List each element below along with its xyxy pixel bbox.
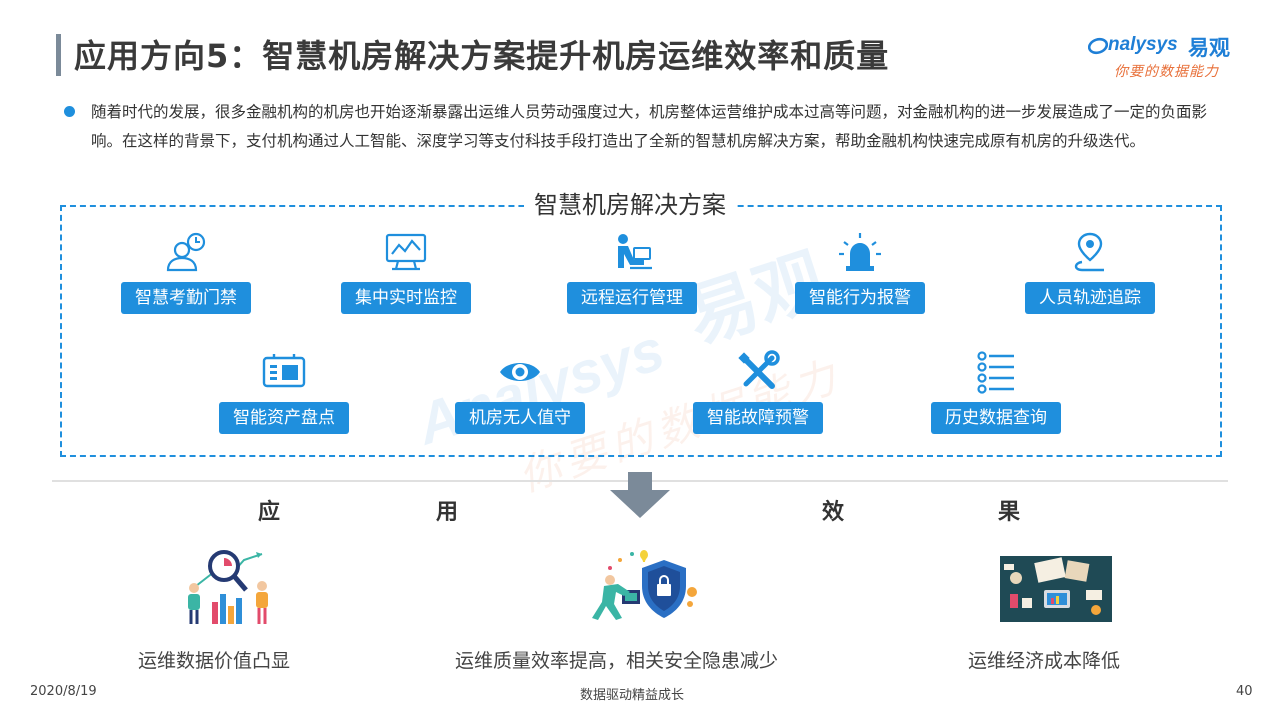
analysys-logo: nalysys 易观 你要的数据能力 (1088, 34, 1252, 84)
feature-label: 智能行为报警 (795, 282, 925, 314)
solution-title: 智慧机房解决方案 (524, 188, 736, 222)
logo-brand-en: nalysys (1108, 34, 1178, 55)
feature-tracking: 人员轨迹追踪 (990, 230, 1190, 320)
data-analysis-illustration (188, 550, 268, 624)
security-shield-illustration (592, 550, 697, 620)
effect-label-data-value: 运维数据价值凸显 (138, 650, 291, 672)
attendance-icon (166, 232, 206, 272)
location-track-icon (1074, 232, 1104, 272)
logo-brand-cn: 易观 (1188, 36, 1230, 60)
feature-label: 智能资产盘点 (219, 402, 349, 434)
logo-slogan: 你要的数据能力 (1114, 64, 1219, 80)
monitor-icon (385, 233, 427, 271)
cost-desk-illustration (1000, 556, 1112, 622)
intro-paragraph: 随着时代的发展，很多金融机构的机房也开始逐渐暴露出运维人员劳动强度过大，机房整体… (91, 103, 1208, 150)
feature-unattended: 机房无人值守 (420, 350, 620, 440)
server-asset-icon (262, 354, 306, 388)
footer-slogan: 数据驱动精益成长 (580, 688, 685, 703)
bullet-dot (64, 106, 75, 117)
feature-remote: 远程运行管理 (532, 230, 732, 320)
feature-fault: 智能故障预警 (658, 350, 858, 440)
effect-label-cost: 运维经济成本降低 (968, 650, 1121, 672)
effect-label-quality: 运维质量效率提高，相关安全隐患减少 (455, 650, 779, 672)
effect-heading-char: 效 (822, 500, 845, 525)
footer-date: 2020/8/19 (30, 684, 97, 699)
title-accent-bar (56, 34, 61, 76)
feature-monitor: 集中实时监控 (306, 230, 506, 320)
feature-label: 机房无人值守 (455, 402, 585, 434)
feature-label: 智能故障预警 (693, 402, 823, 434)
feature-history: 历史数据查询 (896, 350, 1096, 440)
effect-heading-char: 用 (436, 500, 459, 525)
down-arrow-icon (610, 472, 670, 518)
feature-label: 远程运行管理 (567, 282, 697, 314)
feature-alarm: 智能行为报警 (760, 230, 960, 320)
remote-operator-icon (618, 234, 652, 270)
feature-label: 集中实时监控 (341, 282, 471, 314)
feature-label: 智慧考勤门禁 (121, 282, 251, 314)
eye-icon (500, 363, 540, 381)
feature-attendance: 智慧考勤门禁 (86, 230, 286, 320)
list-icon (977, 351, 1014, 394)
alarm-light-icon (839, 233, 881, 271)
logo-a-icon (1088, 37, 1108, 55)
page-number: 40 (1236, 684, 1253, 699)
tools-icon (738, 350, 780, 389)
feature-asset: 智能资产盘点 (184, 350, 384, 440)
feature-label: 人员轨迹追踪 (1025, 282, 1155, 314)
feature-label: 历史数据查询 (931, 402, 1061, 434)
effect-heading-char: 应 (258, 500, 281, 525)
page-title: 应用方向5：智慧机房解决方案提升机房运维效率和质量 (74, 37, 890, 75)
effect-heading-char: 果 (998, 500, 1021, 525)
